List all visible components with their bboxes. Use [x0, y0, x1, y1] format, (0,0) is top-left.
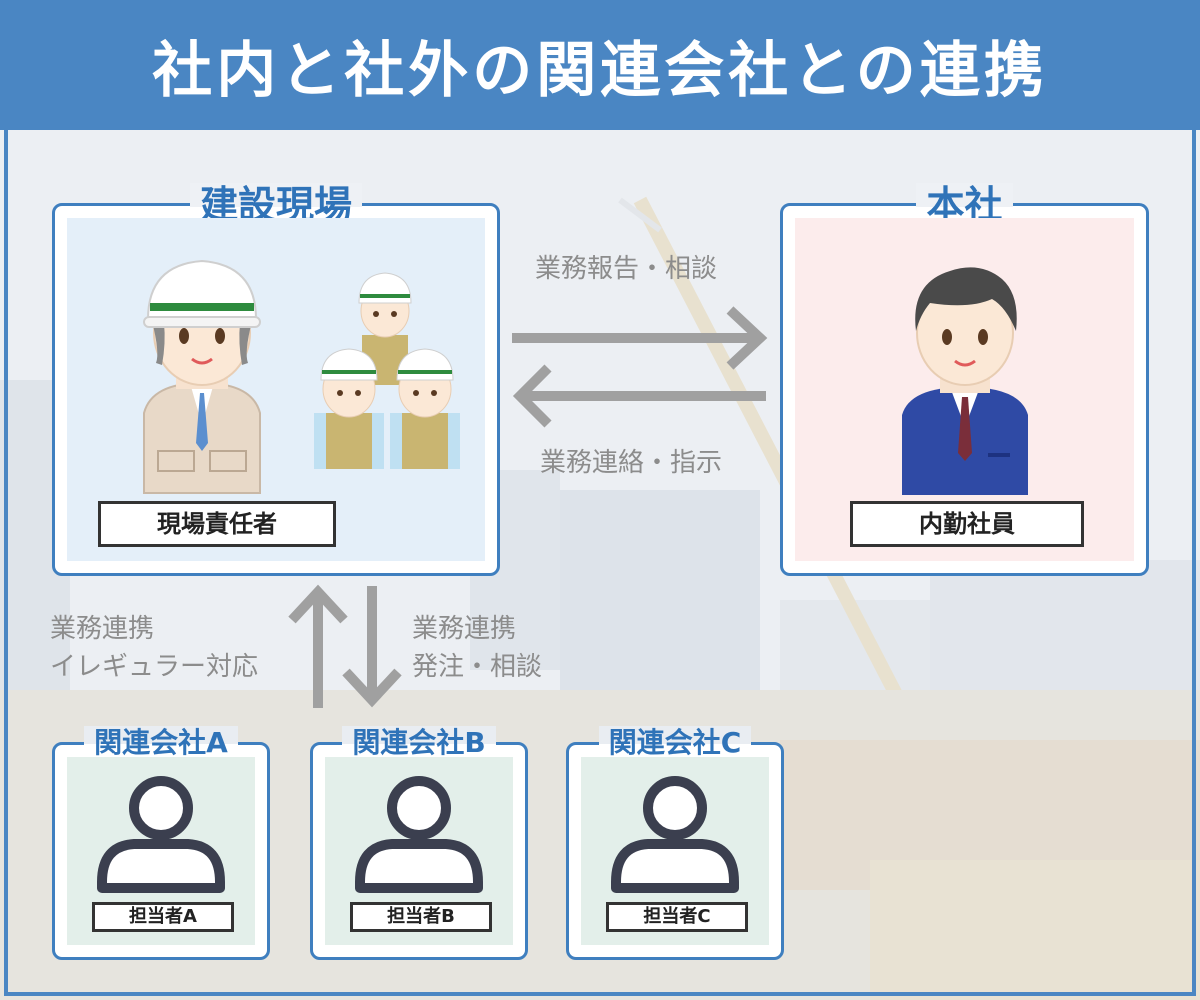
- company-c-title: 関連会社C: [569, 721, 781, 761]
- upward-flow-line-1: 業務連携: [50, 614, 155, 644]
- company-a-title: 関連会社A: [55, 721, 267, 761]
- page-title: 社内と社外の関連会社との連携: [152, 35, 1048, 106]
- header-bar: 社内と社外の関連会社との連携: [0, 0, 1200, 130]
- site-panel: 建設現場: [52, 183, 500, 576]
- site-manager-figure: [143, 259, 261, 494]
- company-b-title: 関連会社B: [313, 721, 525, 761]
- company-b-person-label: 担当者B: [350, 902, 492, 932]
- report-flow-label: 業務報告・相談: [535, 254, 718, 284]
- upward-flow-line-2: イレギュラー対応: [50, 652, 259, 682]
- downward-flow-line-1: 業務連携: [412, 614, 517, 644]
- downward-flow-line-2: 発注・相談: [412, 652, 543, 682]
- person-icon: [611, 776, 739, 893]
- person-icon: [97, 776, 225, 893]
- company-c-panel: 関連会社C 担当者C: [566, 726, 784, 960]
- hq-panel: 本社 内勤社員: [780, 183, 1149, 576]
- site-manager-label: 現場責任者: [98, 501, 336, 547]
- company-a-person-label: 担当者A: [92, 902, 234, 932]
- company-a-panel: 関連会社A 担当者A: [52, 726, 270, 960]
- company-c-person-label: 担当者C: [606, 902, 748, 932]
- office-worker-illustration: [902, 267, 1028, 495]
- person-icon: [355, 776, 483, 893]
- downward-flow-label: 業務連携 発注・相談: [412, 610, 542, 686]
- instruction-flow-label: 業務連絡・指示: [540, 448, 723, 478]
- worker-figure-2: [314, 348, 384, 469]
- office-worker-label: 内勤社員: [850, 501, 1084, 547]
- company-b-panel: 関連会社B 担当者B: [310, 726, 528, 960]
- worker-figure-3: [390, 348, 460, 469]
- site-workers-illustration: [143, 259, 460, 494]
- upward-flow-label: 業務連携 イレギュラー対応: [50, 610, 258, 686]
